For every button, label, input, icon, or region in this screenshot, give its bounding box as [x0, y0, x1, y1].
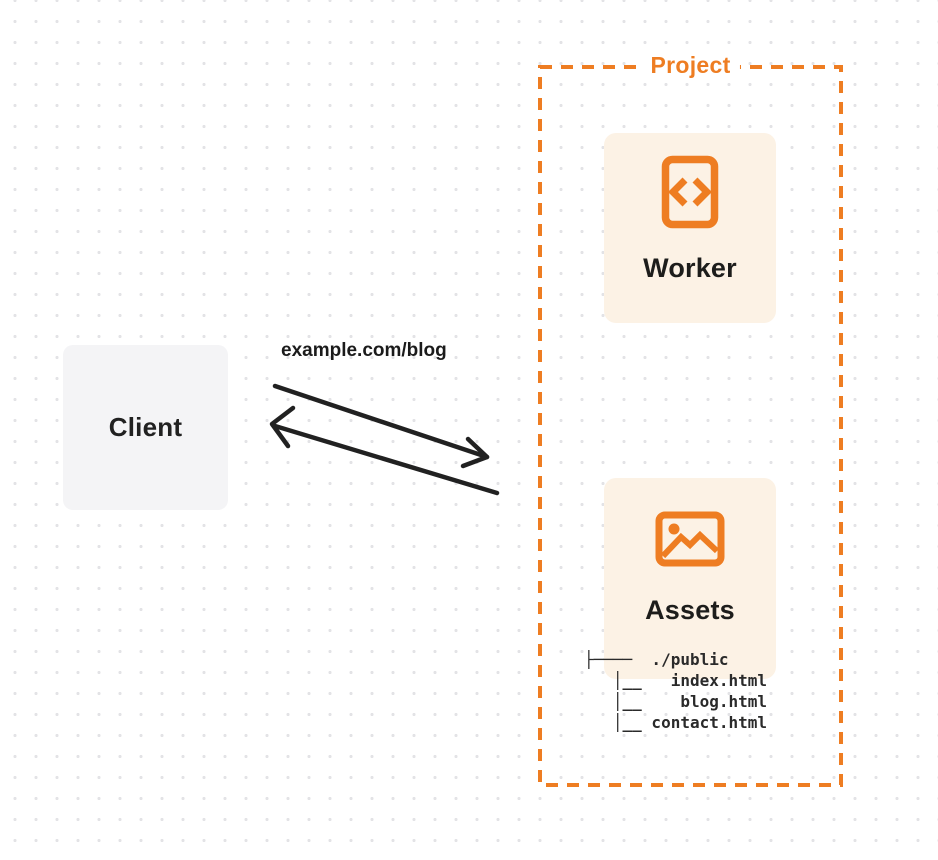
client-label: Client — [108, 412, 183, 442]
request-url-label: example.com/blog — [281, 340, 447, 361]
assets-label: Assets — [645, 595, 735, 625]
response-arrowhead-icon — [269, 405, 296, 449]
assets-file-tree: ├──── ./public │__ index.html │__ blog.h… — [584, 649, 767, 733]
assets-card: Assets — [604, 478, 776, 679]
worker-card: Worker — [604, 133, 776, 323]
project-label: Project — [641, 50, 740, 80]
response-arrow-shaft — [272, 423, 500, 496]
client-box: Client — [63, 345, 228, 510]
request-arrowhead-icon — [460, 436, 490, 469]
tree-line-blog: │__ blog.html — [584, 692, 768, 711]
project-container: Project Worker Assets ├──── ./public │__… — [538, 50, 843, 787]
code-document-icon — [661, 155, 719, 229]
request-arrow-shaft — [272, 383, 490, 460]
image-icon — [655, 511, 725, 567]
tree-line-public: ├──── ./public — [584, 650, 729, 669]
tree-line-index: │__ index.html — [584, 671, 768, 690]
worker-label: Worker — [643, 253, 737, 283]
tree-line-contact: │__ contact.html — [584, 713, 768, 732]
